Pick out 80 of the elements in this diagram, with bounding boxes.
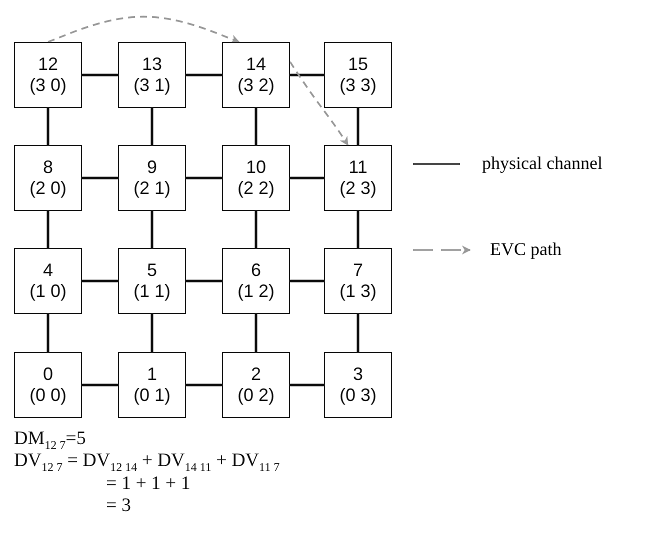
router-box xyxy=(118,145,186,211)
channel-line xyxy=(254,211,258,248)
router-box xyxy=(118,248,186,314)
router-box xyxy=(324,248,392,314)
node-number: 5 xyxy=(146,260,157,281)
channel-line xyxy=(290,176,324,180)
node-number: 4 xyxy=(42,260,53,281)
node-number: 3 xyxy=(352,364,363,385)
channel-line xyxy=(290,280,324,282)
channel-line xyxy=(254,108,258,145)
router-box xyxy=(324,42,392,108)
node-coordinate: (3 3) xyxy=(339,75,376,96)
channel-line xyxy=(46,211,50,248)
node-number: 7 xyxy=(352,260,363,281)
channel-line xyxy=(186,74,222,76)
node-number: 8 xyxy=(42,157,53,178)
router-box xyxy=(324,352,392,418)
node-coordinate: (0 0) xyxy=(29,385,66,406)
node-number: 13 xyxy=(142,54,162,75)
channel-line xyxy=(356,211,360,248)
node-coordinate: (1 2) xyxy=(237,281,274,302)
router-box xyxy=(118,352,186,418)
node-number: 10 xyxy=(246,157,266,178)
router-box xyxy=(14,42,82,108)
channel-line xyxy=(356,108,360,145)
channel-line xyxy=(356,314,360,352)
router-box xyxy=(222,42,290,108)
channel-line xyxy=(82,384,118,386)
formula-text: DM$_{12 7}$=5 xyxy=(14,428,86,453)
node-coordinate: (1 0) xyxy=(29,281,66,302)
channel-line xyxy=(150,314,154,352)
node-coordinate: (2 1) xyxy=(133,178,170,199)
node-coordinate: (0 3) xyxy=(339,385,376,406)
router-box xyxy=(222,248,290,314)
node-number: 1 xyxy=(146,364,157,385)
router-box xyxy=(324,145,392,211)
node-coordinate: (2 0) xyxy=(29,178,66,199)
node-number: 11 xyxy=(348,157,368,178)
legend-text: EVC path xyxy=(490,239,562,260)
dashed-arrow xyxy=(48,16,240,44)
formula-text: = 1 + 1 + 1 xyxy=(106,473,190,495)
node-coordinate: (3 2) xyxy=(237,75,274,96)
formula-text: DV$_{12 7}$ = DV$_{12 14}$ + DV$_{14 11}$ + DV$_{11 7}$ xyxy=(14,450,280,475)
node-coordinate: (0 1) xyxy=(133,385,170,406)
channel-line xyxy=(150,108,154,145)
channel-line xyxy=(186,176,222,180)
channel-line xyxy=(46,108,50,145)
node-coordinate: (1 3) xyxy=(339,281,376,302)
channel-line xyxy=(186,280,222,282)
router-box xyxy=(222,352,290,418)
node-number: 12 xyxy=(38,54,58,75)
node-coordinate: (2 2) xyxy=(237,178,274,199)
node-coordinate: (3 1) xyxy=(133,75,170,96)
router-box xyxy=(14,352,82,418)
node-number: 15 xyxy=(348,54,368,75)
node-number: 2 xyxy=(250,364,261,385)
node-number: 9 xyxy=(146,157,157,178)
formula-text: = 3 xyxy=(106,495,131,517)
node-coordinate: (1 1) xyxy=(133,281,170,302)
channel-line xyxy=(290,74,324,76)
channel-line xyxy=(82,280,118,282)
channel-line xyxy=(46,314,50,352)
node-coordinate: (2 3) xyxy=(339,178,376,199)
node-number: 0 xyxy=(42,364,53,385)
channel-line xyxy=(186,384,222,386)
channel-line xyxy=(150,211,154,248)
channel-line xyxy=(82,74,118,76)
node-number: 14 xyxy=(246,54,266,75)
node-coordinate: (3 0) xyxy=(29,75,66,96)
channel-line xyxy=(82,176,118,180)
node-number: 6 xyxy=(250,260,261,281)
router-box xyxy=(222,145,290,211)
legend-text: physical channel xyxy=(482,153,602,174)
router-box xyxy=(118,42,186,108)
dashed-arrow xyxy=(289,61,349,146)
router-box xyxy=(14,248,82,314)
channel-line xyxy=(254,314,258,352)
router-box xyxy=(14,145,82,211)
channel-line xyxy=(290,384,324,386)
node-coordinate: (0 2) xyxy=(237,385,274,406)
